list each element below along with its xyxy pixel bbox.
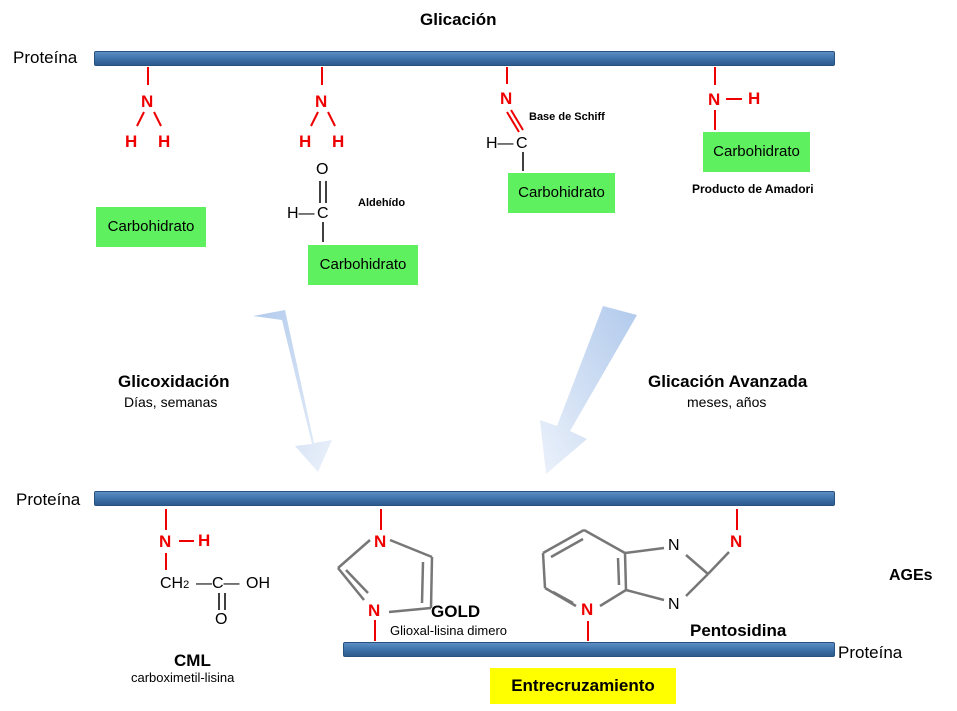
cml-label: CML	[174, 651, 211, 670]
gold-label: GOLD	[431, 602, 481, 621]
protein-label-top: Proteína	[13, 48, 78, 67]
ages-label: AGEs	[889, 567, 933, 584]
cml-ch2: CH2	[160, 575, 189, 593]
pentosidine-n-lower: N	[668, 596, 680, 613]
cml-hydrogen: H	[198, 531, 211, 550]
crosslinking-label: Entrecruzamiento	[490, 668, 676, 704]
carbohydrate-box-2: Carbohidrato	[308, 245, 418, 285]
cml-full-name: carboximetil-lisina	[131, 670, 235, 685]
protein-bar-bottom	[343, 642, 835, 657]
carbohydrate-box-1: Carbohidrato	[96, 207, 206, 247]
carbohydrate-box-3: Carbohidrato	[508, 173, 615, 213]
hydrogen-4: H	[748, 89, 761, 108]
pentosidine-nitrogen-top: N	[730, 532, 743, 551]
hydrogen-2a: H	[299, 132, 312, 151]
pentosidine-label: Pentosidina	[690, 621, 787, 640]
hydrogen-2b: H	[332, 132, 345, 151]
cml-oxygen: O	[215, 611, 228, 628]
protein-label-middle: Proteína	[16, 490, 81, 509]
schiff-c: C	[516, 135, 528, 152]
aldehyde-h: H—	[287, 205, 315, 222]
hydrogen-1a: H	[125, 132, 138, 151]
cml-oh: OH	[246, 575, 270, 592]
nitrogen-3: N	[500, 89, 513, 108]
gold-nitrogen-top: N	[374, 532, 387, 551]
pentosidine-nitrogen-ring: N	[581, 600, 594, 619]
glycoxidation-time: Días, semanas	[124, 394, 218, 410]
schiff-h: H—	[486, 135, 514, 152]
pentosidine-n-upper: N	[668, 537, 680, 554]
arrow-advanced-glycation	[540, 306, 637, 474]
protein-bar-top	[94, 51, 835, 66]
glycoxidation-label: Glicoxidación	[118, 372, 230, 391]
nitrogen-4: N	[708, 90, 721, 109]
advanced-glycation-time: meses, años	[687, 394, 767, 410]
protein-label-bottom: Proteína	[838, 643, 903, 662]
gold-nitrogen-bottom: N	[368, 601, 381, 620]
page-title: Glicación	[420, 10, 497, 29]
cml-ch-text: CH	[160, 575, 184, 592]
cml-carbon: —C—	[196, 575, 240, 592]
oxygen-aldehyde: O	[316, 161, 329, 178]
protein-bar-middle	[94, 491, 835, 506]
cml-subscript: 2	[183, 579, 190, 591]
hydrogen-1b: H	[158, 132, 171, 151]
amadori-label: Producto de Amadori	[692, 182, 814, 196]
gold-full-name: Glioxal-lisina dimero	[390, 623, 508, 638]
advanced-glycation-label: Glicación Avanzada	[648, 372, 808, 391]
nitrogen-1: N	[141, 92, 154, 111]
aldehyde-label: Aldehído	[358, 197, 406, 209]
arrow-glycoxidation	[253, 310, 332, 472]
nitrogen-2: N	[315, 92, 328, 111]
schiff-base-label: Base de Schiff	[529, 111, 605, 123]
aldehyde-c: C	[317, 205, 329, 222]
cml-nitrogen: N	[159, 532, 172, 551]
carbohydrate-box-4: Carbohidrato	[703, 132, 810, 172]
